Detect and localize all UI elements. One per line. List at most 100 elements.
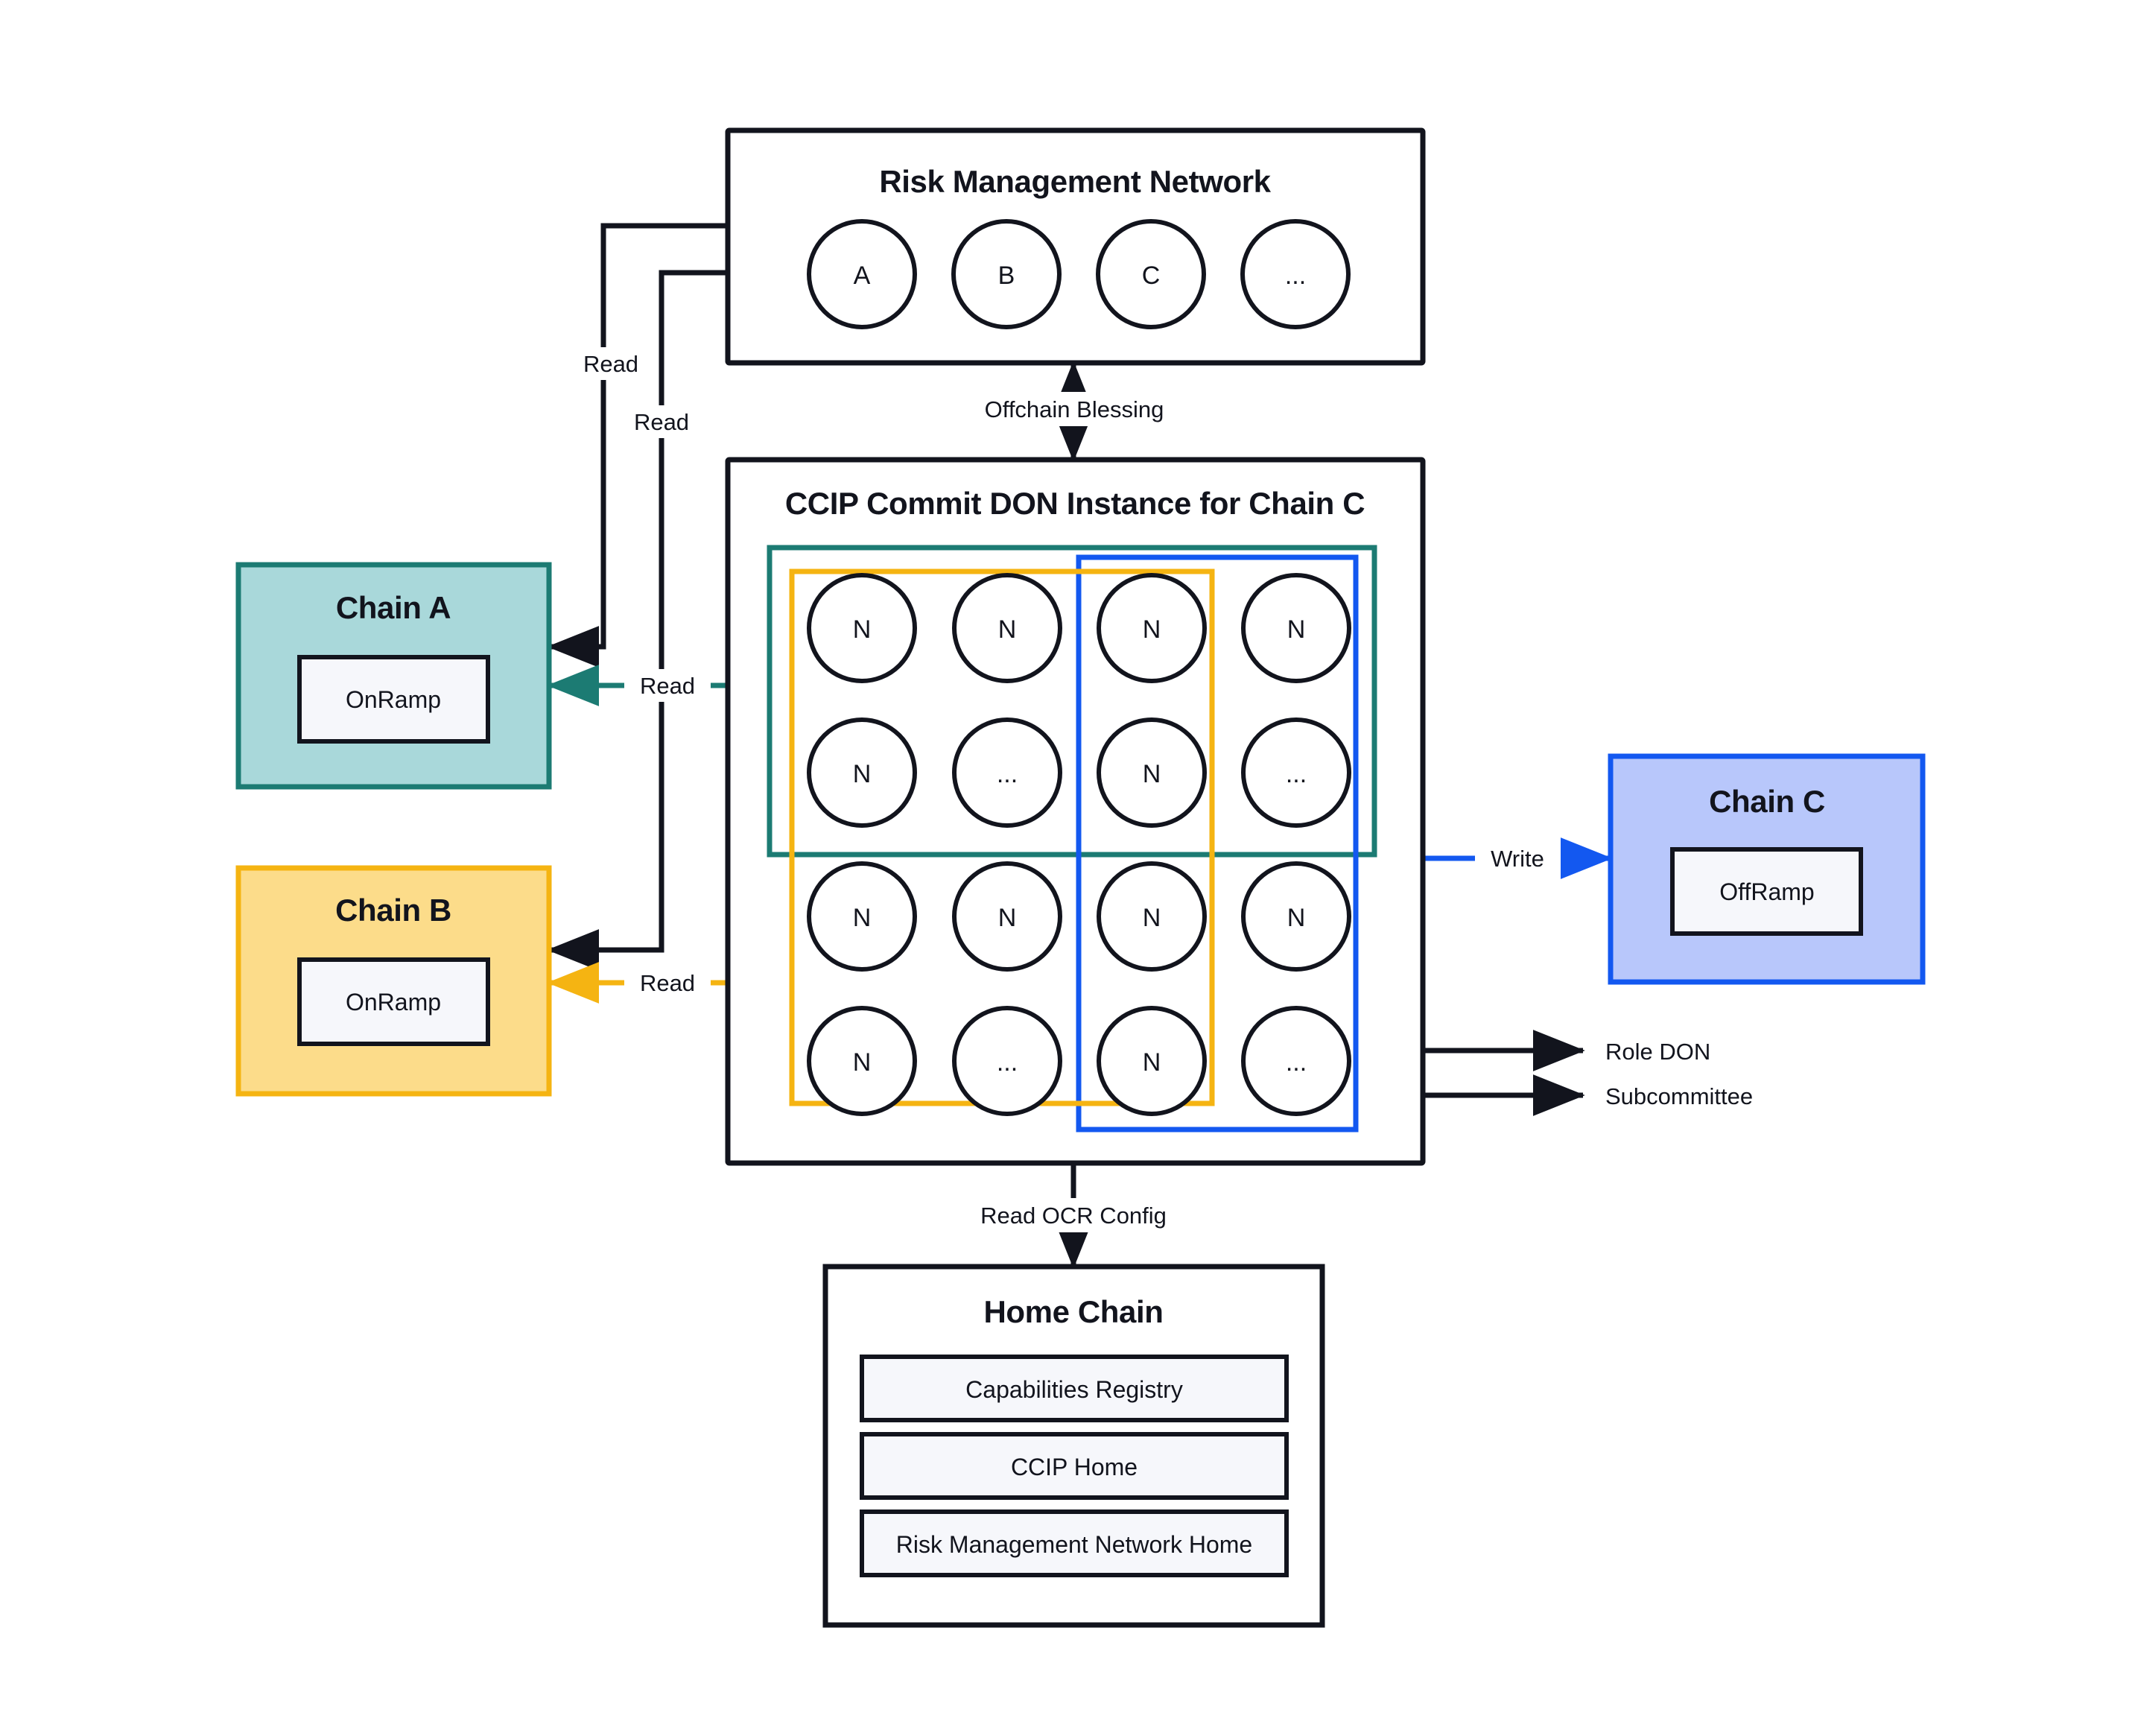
chain-c-offramp-label: OffRamp [1719, 878, 1814, 905]
don-node[interactable]: ... [952, 1006, 1062, 1116]
home-chain-box[interactable]: Home Chain Capabilities Registry CCIP Ho… [822, 1264, 1325, 1628]
don-node-circle [1241, 717, 1351, 828]
don-node-circle [952, 573, 1062, 683]
don-node[interactable]: N [807, 573, 917, 683]
rmn-node-b[interactable]: B [951, 219, 1062, 329]
rmn-title: Risk Management Network [879, 164, 1271, 199]
rmn-node-a[interactable]: A [807, 219, 917, 329]
edge-label-read-ocr-config: Read OCR Config [980, 1203, 1167, 1229]
label-bg [624, 669, 711, 702]
rmn-node-a-label: A [854, 262, 871, 290]
don-node[interactable]: N [1097, 717, 1207, 828]
rmn-home-label: Risk Management Network Home [896, 1531, 1252, 1558]
don-node[interactable]: N [807, 1006, 917, 1116]
don-node[interactable]: ... [1241, 717, 1351, 828]
don-node-circle [952, 861, 1062, 972]
rmn-node-c-circle [1096, 219, 1206, 329]
don-node-label: N [853, 904, 872, 932]
don-node-label: N [1287, 615, 1306, 644]
don-node[interactable]: N [1241, 573, 1351, 683]
capabilities-registry-label: Capabilities Registry [965, 1376, 1183, 1403]
don-node-circle [1097, 861, 1207, 972]
rmn-node-b-circle [951, 219, 1062, 329]
edge-rmn-read-chain-b [547, 270, 728, 971]
don-node-circle [1097, 573, 1207, 683]
don-node[interactable]: N [1097, 1006, 1207, 1116]
don-node[interactable]: ... [952, 717, 1062, 828]
don-node[interactable]: N [807, 861, 917, 972]
don-node-label: N [1143, 615, 1161, 644]
chain-c-offramp-frame[interactable] [1670, 847, 1863, 936]
legend-label-subcommittee: Subcommittee [1605, 1083, 1753, 1109]
subcommittee-blue-overlay[interactable] [1076, 554, 1359, 1132]
don-node[interactable]: N [952, 861, 1062, 972]
rmn-node-c-label: C [1142, 262, 1161, 290]
don-node-circle [807, 717, 917, 828]
chain-a-onramp-frame[interactable] [297, 655, 490, 744]
label-bg [618, 405, 705, 438]
don-node[interactable]: N [807, 717, 917, 828]
don-node-circle [1241, 573, 1351, 683]
home-chain-item[interactable]: Capabilities Registry [860, 1355, 1289, 1422]
rmn-node-b-label: B [998, 262, 1015, 290]
label-bg [624, 966, 711, 999]
capabilities-registry-frame [860, 1355, 1289, 1422]
chain-b-box[interactable]: Chain B OnRamp [235, 865, 552, 1097]
label-bg [974, 1198, 1174, 1232]
rmn-node-more[interactable]: ... [1240, 219, 1351, 329]
don-node-label: ... [1286, 760, 1307, 788]
don-node-circle [1241, 1006, 1351, 1116]
home-chain-title: Home Chain [983, 1294, 1163, 1329]
chain-a-title: Chain A [336, 590, 451, 625]
ccip-home-label: CCIP Home [1011, 1454, 1138, 1480]
edge-label-don-read-b: Read [640, 970, 695, 996]
risk-management-network-box[interactable]: Risk Management Network A B C ... [725, 127, 1426, 366]
edge-rmn-read-chain-a [547, 223, 728, 668]
chain-b-onramp-label: OnRamp [346, 989, 441, 1016]
edge-label-don-read-a: Read [640, 673, 695, 699]
don-node-circle [952, 717, 1062, 828]
rmn-node-c[interactable]: C [1096, 219, 1206, 329]
chain-b-title: Chain B [335, 893, 451, 928]
commit-don-box[interactable]: CCIP Commit DON Instance for Chain C N N… [725, 457, 1426, 1166]
don-node-circle [952, 1006, 1062, 1116]
rmn-node-a-circle [807, 219, 917, 329]
don-node-label: N [853, 615, 872, 644]
don-node-label: ... [997, 760, 1018, 788]
chain-b-onramp-frame[interactable] [297, 957, 490, 1046]
don-node-label: N [1287, 904, 1306, 932]
don-node-label: N [853, 760, 872, 788]
don-node[interactable]: N [1241, 861, 1351, 972]
edge-label-don-write-c: Write [1491, 846, 1544, 872]
don-node[interactable]: N [1097, 861, 1207, 972]
home-chain-item[interactable]: CCIP Home [860, 1432, 1289, 1500]
label-bg [980, 392, 1169, 426]
don-node-label: N [998, 615, 1017, 644]
don-node-label: N [1143, 760, 1161, 788]
home-chain-item[interactable]: Risk Management Network Home [860, 1510, 1289, 1577]
don-node-circle [1241, 861, 1351, 972]
don-node-label: N [1143, 904, 1161, 932]
ccip-home-frame [860, 1432, 1289, 1500]
commit-don-title: CCIP Commit DON Instance for Chain C [785, 486, 1365, 521]
don-node-label: N [998, 904, 1017, 932]
label-bg [568, 347, 654, 380]
don-node[interactable]: N [1097, 573, 1207, 683]
rmn-node-more-circle [1240, 219, 1351, 329]
don-node-circle [1097, 1006, 1207, 1116]
don-node-label: ... [1286, 1048, 1307, 1077]
don-node-label: N [853, 1048, 872, 1077]
don-node-circle [1097, 717, 1207, 828]
don-node[interactable]: N [952, 573, 1062, 683]
don-node[interactable]: ... [1241, 1006, 1351, 1116]
rmn-node-more-label: ... [1285, 262, 1306, 290]
chain-c-box[interactable]: Chain C OffRamp [1608, 753, 1926, 985]
chain-c-title: Chain C [1709, 784, 1825, 819]
chain-a-onramp-label: OnRamp [346, 686, 441, 713]
don-node-label: N [1143, 1048, 1161, 1077]
role-don-teal-overlay[interactable] [767, 545, 1377, 858]
chain-a-box[interactable]: Chain A OnRamp [235, 562, 552, 790]
edge-label-rmn-read-a: Read [583, 351, 638, 377]
